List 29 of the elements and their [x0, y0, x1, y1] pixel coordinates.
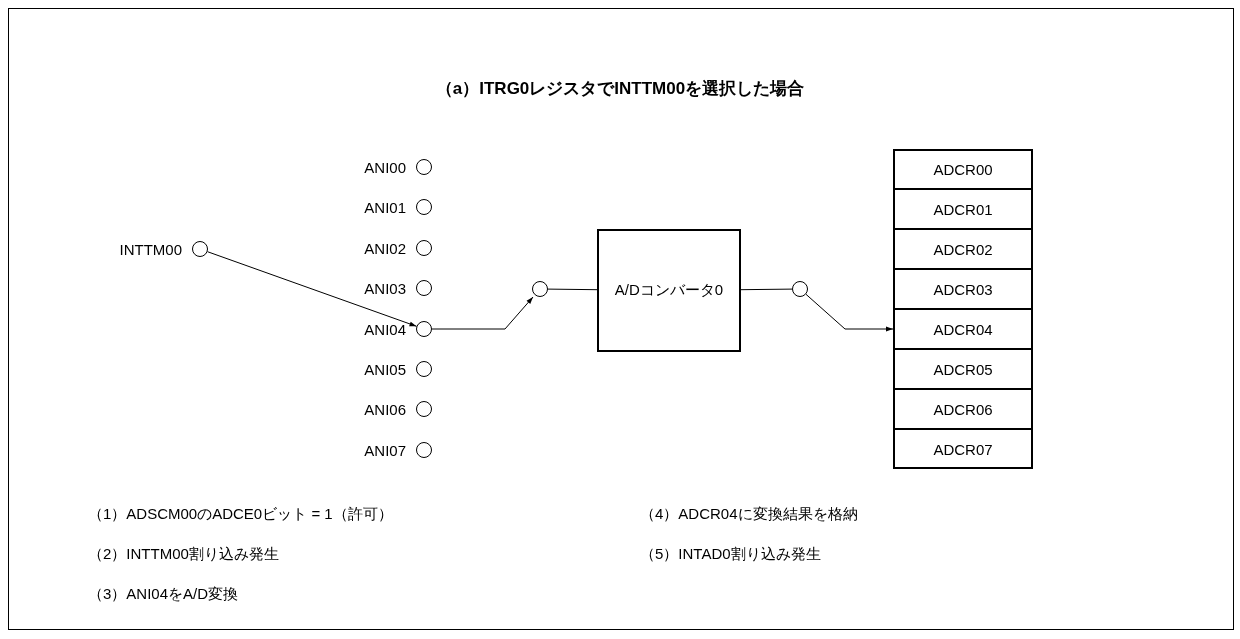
terminal-circle	[532, 281, 548, 297]
pin-label: ANI02	[364, 239, 406, 257]
arrow	[431, 296, 534, 330]
note-text: （4）ADCR04に変換結果を格納	[640, 505, 858, 524]
register-cell: ADCR05	[893, 349, 1033, 389]
note-text: （5）INTAD0割り込み発生	[640, 545, 821, 564]
register-cell: ADCR04	[893, 309, 1033, 349]
pin-label: INTTM00	[119, 240, 182, 258]
pin-label: ANI07	[364, 441, 406, 459]
register-cell: ADCR02	[893, 229, 1033, 269]
arrow	[207, 251, 417, 327]
pin-label: ANI04	[364, 320, 406, 338]
pin-label: ANI05	[364, 360, 406, 378]
connector-line	[547, 288, 598, 291]
terminal-circle	[792, 281, 808, 297]
pin-label: ANI00	[364, 158, 406, 176]
register-cell: ADCR03	[893, 269, 1033, 309]
connector-line	[740, 288, 793, 291]
register-cell: ADCR01	[893, 189, 1033, 229]
converter-box: A/Dコンバータ0	[597, 229, 741, 352]
pin-label: ANI01	[364, 198, 406, 216]
pin-label: ANI03	[364, 279, 406, 297]
diagram-title: （a）ITRG0レジスタでINTTM00を選択した場合	[434, 78, 806, 100]
note-text: （2）INTTM00割り込み発生	[88, 545, 279, 564]
pin-label: ANI06	[364, 400, 406, 418]
note-text: （3）ANI04をA/D変換	[88, 585, 239, 604]
register-cell: ADCR06	[893, 389, 1033, 429]
arrow	[805, 293, 894, 332]
note-text: （1）ADSCM00のADCE0ビット = 1（許可）	[88, 505, 393, 524]
